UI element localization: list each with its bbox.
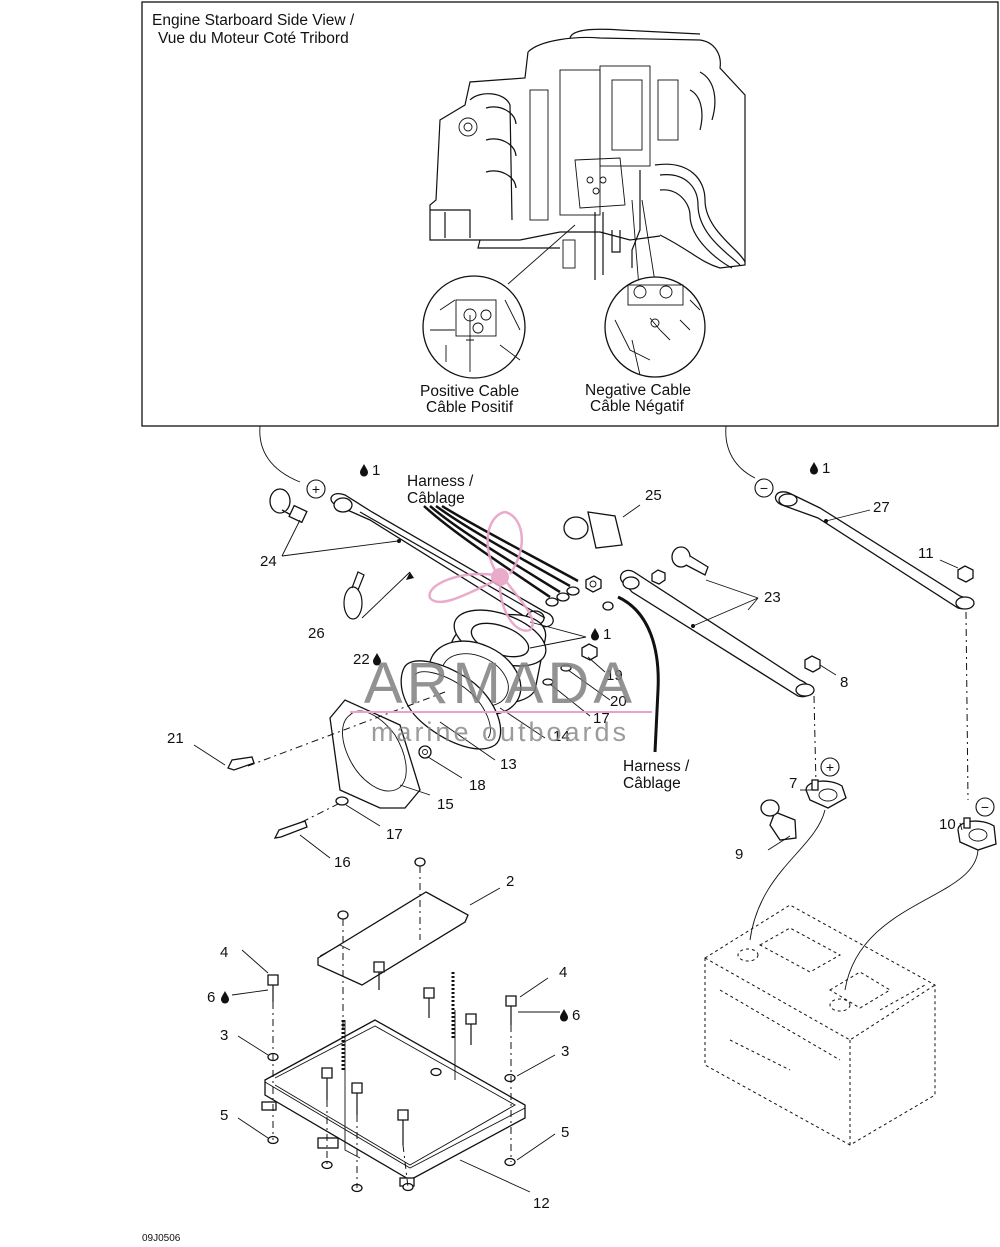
watermark: ARMADA marine outboards <box>350 510 652 747</box>
callout-19: 19 <box>606 667 623 684</box>
positive-cable-24 <box>330 493 554 628</box>
tray-washers <box>267 1052 516 1193</box>
battery-terminal-10: − <box>957 797 997 851</box>
callout-8: 8 <box>840 674 848 691</box>
callout-7: 7 <box>789 775 797 792</box>
callout-25: 25 <box>645 487 662 504</box>
svg-text:−: − <box>981 799 989 815</box>
callout-numbers: 1 1 1 2 3 3 4 4 5 5 6 6 7 8 9 10 11 12 1… <box>167 460 956 1212</box>
svg-text:+: + <box>826 759 834 775</box>
terminal-cover-25 <box>563 511 623 549</box>
callout-leaders <box>193 656 963 1161</box>
battery-terminal-7: + <box>805 757 847 809</box>
drop-icon <box>591 628 599 641</box>
positive-cable-label-line2: Câble Positif <box>426 399 514 416</box>
negative-symbol: − <box>754 478 774 498</box>
inset-title-line1: Engine Starboard Side View / <box>152 12 355 29</box>
hold-down-bracket-2 <box>317 857 469 986</box>
harness-label-bottom-line2: Câblage <box>623 775 681 792</box>
battery <box>704 904 936 1146</box>
drop-icon <box>360 464 368 477</box>
positive-cable-23 <box>602 546 815 698</box>
positive-cable-label-line1: Positive Cable <box>420 383 519 400</box>
harness-wires-top <box>423 504 602 607</box>
callout-24: 24 <box>260 553 277 570</box>
svg-text:−: − <box>760 480 768 496</box>
callout-6: 6 <box>572 1007 580 1024</box>
harness-label-bottom-line1: Harness / <box>623 758 690 775</box>
harness-wire-bottom <box>617 595 660 753</box>
callout-21: 21 <box>167 730 184 747</box>
figure-code: 09J0506 <box>142 1233 181 1244</box>
callout-20: 20 <box>610 693 627 710</box>
harness-label-top-line1: Harness / <box>407 473 474 490</box>
positive-symbol: + <box>306 479 326 499</box>
callout-10: 10 <box>939 816 956 833</box>
drop-icon <box>560 1009 568 1022</box>
battery-terminal-cover-9 <box>760 799 797 841</box>
callout-12: 12 <box>533 1195 550 1212</box>
callout-15: 15 <box>437 796 454 813</box>
callout-4: 4 <box>559 964 567 981</box>
callout-3: 3 <box>220 1027 228 1044</box>
watermark-tagline: marine outboards <box>371 717 629 747</box>
callout-17: 17 <box>386 826 403 843</box>
screw-21 <box>227 756 255 771</box>
battery-tray-12 <box>261 1010 526 1187</box>
callout-1: 1 <box>603 626 611 643</box>
engine-inset: Engine Starboard Side View / Vue du Mote… <box>141 1 999 427</box>
callout-5: 5 <box>561 1124 569 1141</box>
callout-27: 27 <box>873 499 890 516</box>
callout-1: 1 <box>822 460 830 477</box>
callout-2: 2 <box>506 873 514 890</box>
callout-23: 23 <box>764 589 781 606</box>
harness-label-top-line2: Câblage <box>407 490 465 507</box>
tray-bolts <box>267 961 517 1145</box>
inset-title-line2: Vue du Moteur Coté Tribord <box>158 30 349 47</box>
callout-22: 22 <box>353 651 370 668</box>
seal-assembly <box>329 609 547 809</box>
screw-16 <box>273 820 308 839</box>
watermark-logo <box>428 510 534 632</box>
callout-5: 5 <box>220 1107 228 1124</box>
callout-16: 16 <box>334 854 351 871</box>
callout-26: 26 <box>308 625 325 642</box>
callout-4: 4 <box>220 944 228 961</box>
callout-1: 1 <box>372 462 380 479</box>
callout-11: 11 <box>918 545 934 562</box>
negative-cable-27 <box>774 491 975 610</box>
negative-cable-label-line2: Câble Négatif <box>590 398 685 415</box>
nut-8 <box>804 655 821 673</box>
negative-cable-label-line1: Negative Cable <box>585 382 691 399</box>
callout-3: 3 <box>561 1043 569 1060</box>
callout-9: 9 <box>735 846 743 863</box>
drop-icon <box>221 991 229 1004</box>
callout-13: 13 <box>500 756 517 773</box>
engine-drawing <box>429 28 746 280</box>
nut-11 <box>957 565 974 583</box>
terminal-cap-24 <box>269 488 308 524</box>
callout-14: 14 <box>553 728 570 745</box>
callout-6: 6 <box>207 989 215 1006</box>
positive-cable-detail <box>422 275 526 379</box>
watermark-brand: ARMADA <box>364 651 636 716</box>
callout-17: 17 <box>593 710 610 727</box>
drop-icon <box>810 462 818 475</box>
svg-text:+: + <box>312 481 320 497</box>
cable-tie-26 <box>343 571 365 620</box>
callout-18: 18 <box>469 777 486 794</box>
negative-cable-detail <box>604 276 706 378</box>
